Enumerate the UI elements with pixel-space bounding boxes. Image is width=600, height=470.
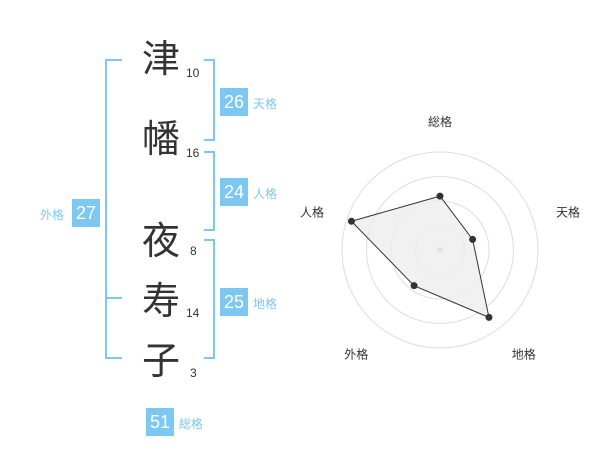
gaikaku-bracket [105, 59, 122, 359]
radar-axis-label-1: 総格 [428, 114, 452, 129]
name-char-5: 子 [142, 339, 181, 383]
gaikaku-value-badge: 27 [72, 199, 100, 227]
radar-axis-label-4: 外格 [344, 347, 368, 362]
radar-point-4 [410, 282, 418, 290]
radar-ring-4 [341, 151, 539, 349]
chikaku-label: 地格 [253, 297, 278, 311]
name-char-1: 津 [142, 37, 181, 81]
radar-point-1 [436, 192, 444, 200]
radar-ring-3 [366, 176, 514, 324]
stroke-count-2: 16 [186, 146, 200, 160]
gaikaku-label: 外格 [40, 208, 65, 222]
chikaku-value-badge: 25 [220, 288, 248, 316]
stroke-count-1: 10 [186, 66, 200, 80]
jinkaku-bracket [204, 151, 215, 231]
tenkaku-value-badge: 26 [220, 88, 248, 116]
radar-point-2 [469, 235, 477, 243]
name-char-4: 寿 [142, 279, 181, 323]
radar-point-5 [347, 217, 355, 225]
radar-axis-label-2: 天格 [556, 204, 580, 219]
radar-axis-label-3: 地格 [512, 347, 536, 362]
stroke-count-4: 14 [186, 306, 200, 320]
name-char-3: 夜 [142, 219, 181, 263]
radar-point-3 [485, 313, 493, 321]
soukaku-value-badge: 51 [146, 408, 174, 436]
tenkaku-label: 天格 [253, 97, 278, 111]
stroke-count-3: 8 [190, 244, 197, 258]
tenkaku-bracket [204, 59, 215, 141]
soukaku-label: 総格 [179, 417, 204, 431]
chikaku-bracket [204, 239, 215, 359]
radar-axis-label-5: 人格 [300, 204, 324, 219]
stroke-count-5: 3 [190, 366, 197, 380]
jinkaku-label: 人格 [253, 187, 278, 201]
radar-series-polygon [350, 195, 490, 319]
name-char-2: 幡 [142, 117, 181, 161]
jinkaku-value-badge: 24 [220, 178, 248, 206]
